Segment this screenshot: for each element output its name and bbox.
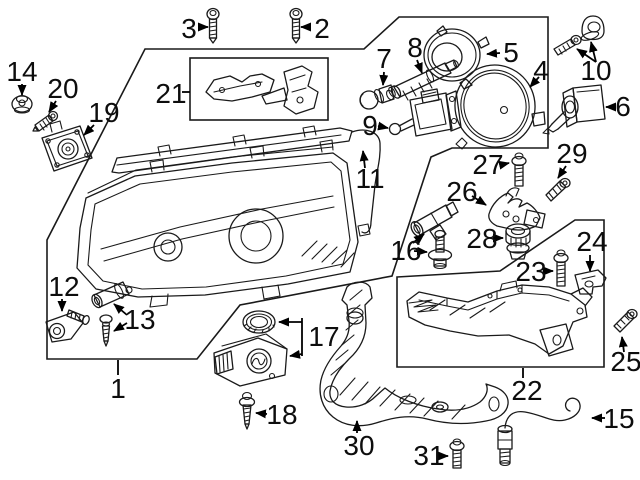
part-15-sensor-wire: [497, 397, 581, 467]
callout-24: 24: [576, 226, 608, 272]
callout-31-label[interactable]: 31: [413, 440, 444, 471]
callout-14-label[interactable]: 14: [6, 56, 37, 87]
callout-10: 10: [576, 41, 612, 86]
callout-20: 20: [47, 73, 79, 113]
callout-30-label[interactable]: 30: [343, 430, 374, 461]
callout-14: 14: [6, 56, 38, 96]
part-28-socket: [505, 223, 531, 260]
callout-21: 21: [155, 78, 190, 109]
callout-28: 28: [466, 223, 504, 254]
callout-22: 22: [511, 368, 543, 406]
callout-1-label[interactable]: 1: [110, 373, 126, 404]
part-2-screw: [289, 7, 303, 44]
part-25-screw: [613, 308, 638, 333]
part-29-screw: [545, 177, 571, 202]
callout-7-label[interactable]: 7: [376, 43, 392, 74]
callout-20-label[interactable]: 20: [47, 73, 78, 104]
callout-26: 26: [446, 176, 487, 207]
callout-11-label[interactable]: 11: [355, 163, 384, 194]
part-14-cap-nut: [11, 94, 33, 114]
callouts: 1 2 3 4 5 6 7 8 9 10 11 12 13 14 15 16 1…: [6, 13, 640, 471]
callout-7: 7: [376, 43, 392, 86]
part-7-bulb: [359, 84, 396, 110]
callout-17: 17: [278, 317, 340, 359]
callout-25: 25: [610, 336, 640, 377]
callout-2-label[interactable]: 2: [314, 13, 330, 44]
box-21: [189, 57, 329, 121]
callout-21-label[interactable]: 21: [155, 78, 186, 109]
callout-25-label[interactable]: 25: [610, 346, 640, 377]
callout-19-label[interactable]: 19: [88, 97, 119, 128]
part-17-cap-and-module: [213, 310, 288, 387]
callout-23-label[interactable]: 23: [515, 256, 546, 287]
callout-12: 12: [48, 271, 80, 312]
callout-6: 6: [605, 91, 631, 122]
callout-9: 9: [362, 110, 389, 141]
part-13-adjuster-and-screw: [91, 281, 133, 347]
callout-15: 15: [591, 403, 635, 434]
part-12-bracket-stud: [45, 309, 90, 343]
part-1-headlamp-assembly: [76, 139, 359, 308]
callout-18-label[interactable]: 18: [266, 399, 297, 430]
callout-8: 8: [407, 32, 423, 74]
callout-31: 31: [413, 440, 449, 471]
part-8-igniter: [386, 59, 459, 101]
callout-16-label[interactable]: 16: [390, 235, 421, 266]
callout-2: 2: [300, 13, 330, 44]
part-19-ballast-module: [41, 120, 93, 172]
callout-8-label[interactable]: 8: [407, 32, 423, 63]
part-3-screw: [206, 7, 220, 44]
callout-3-label[interactable]: 3: [181, 13, 197, 44]
callout-4-label[interactable]: 4: [533, 55, 549, 86]
part-18-screw: [238, 391, 256, 430]
callout-29-label[interactable]: 29: [556, 138, 587, 169]
part-6-bulb: [542, 84, 606, 135]
part-23-screw: [553, 249, 569, 287]
callout-1: 1: [110, 360, 126, 404]
callout-27: 27: [472, 149, 510, 180]
part-11-trim-strip: [111, 125, 381, 237]
callout-3: 3: [181, 13, 209, 44]
callout-19: 19: [83, 97, 120, 136]
main-group-outline: [46, 16, 549, 360]
callout-27-label[interactable]: 27: [472, 149, 503, 180]
part-27-screw: [511, 152, 527, 187]
callout-30: 30: [343, 420, 375, 461]
part-30-support-bracket: [319, 281, 509, 427]
callout-18: 18: [255, 399, 298, 430]
callout-26-label[interactable]: 26: [446, 176, 477, 207]
callout-16: 16: [390, 233, 428, 266]
part-31-screw: [449, 438, 465, 469]
callout-9-label[interactable]: 9: [362, 110, 378, 141]
part-24-clip: [574, 269, 607, 295]
callout-23: 23: [515, 256, 554, 287]
callout-6-label[interactable]: 6: [615, 91, 631, 122]
part-4-seal-cover: [454, 64, 546, 150]
part-10-screw-and-nut: [553, 15, 605, 56]
callout-12-label[interactable]: 12: [48, 271, 79, 302]
part-20-screw: [32, 110, 59, 132]
callout-4: 4: [529, 55, 549, 88]
box-22: [396, 219, 605, 368]
callout-28-label[interactable]: 28: [466, 223, 497, 254]
callout-29: 29: [556, 138, 588, 179]
callout-17-label[interactable]: 17: [308, 321, 339, 352]
callout-11: 11: [355, 150, 385, 194]
callout-10-label[interactable]: 10: [580, 55, 611, 86]
part-26-bracket: [488, 187, 546, 231]
callout-5-label[interactable]: 5: [503, 37, 519, 68]
callout-13-label[interactable]: 13: [124, 304, 155, 335]
part-21-bracket-kit: [205, 65, 319, 115]
callout-15-label[interactable]: 15: [603, 403, 634, 434]
enclosure-boxes: [46, 16, 605, 368]
callout-24-label[interactable]: 24: [576, 226, 607, 257]
callout-5: 5: [486, 37, 519, 68]
callout-13: 13: [113, 303, 156, 335]
callout-22-label[interactable]: 22: [511, 375, 542, 406]
part-22-mounting-bracket: [406, 280, 593, 357]
